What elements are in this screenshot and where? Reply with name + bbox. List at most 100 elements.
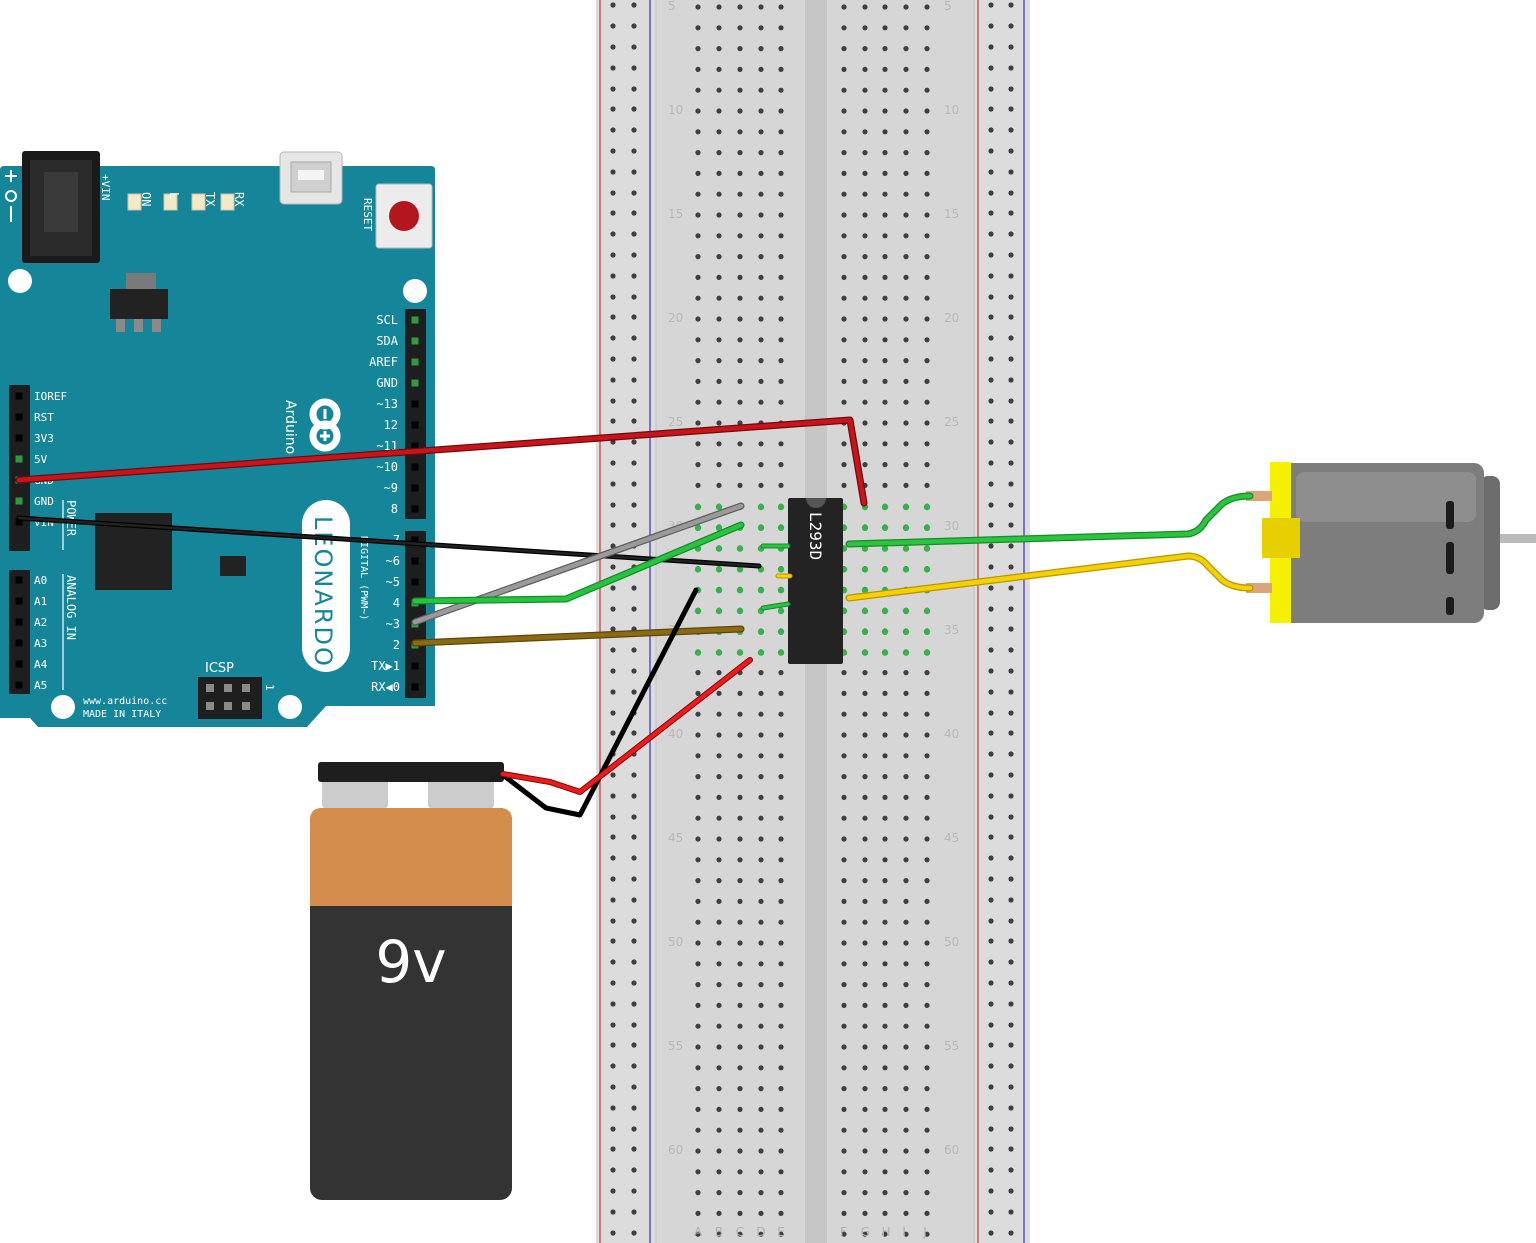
breadboard-hole — [737, 399, 743, 405]
breadboard-hole — [716, 482, 722, 488]
breadboard-hole — [882, 961, 888, 967]
breadboard-hole — [737, 1210, 743, 1216]
rail-hole — [610, 44, 616, 50]
connected-hole — [715, 524, 723, 531]
breadboard-hole — [841, 462, 847, 468]
rail-hole — [1008, 959, 1014, 965]
row-number: 25 — [668, 415, 683, 429]
breadboard-hole — [841, 1023, 847, 1029]
header-pin — [15, 660, 23, 668]
pin-label: 2 — [393, 638, 400, 652]
rail-hole — [1008, 1063, 1014, 1069]
breadboard-hole — [758, 857, 764, 863]
dc-motor — [1246, 462, 1536, 623]
breadboard-hole — [716, 1127, 722, 1133]
breadboard-hole — [778, 191, 784, 197]
breadboard-hole — [882, 295, 888, 301]
breadboard-hole — [737, 358, 743, 364]
breadboard-hole — [924, 711, 930, 717]
header-pin — [15, 455, 23, 463]
rail-hole — [631, 855, 637, 861]
breadboard-hole — [841, 191, 847, 197]
mounting-hole — [51, 695, 75, 719]
pin-label: SDA — [376, 334, 398, 348]
breadboard-hole — [924, 420, 930, 426]
rail-hole — [631, 1188, 637, 1194]
connected-hole — [923, 503, 931, 511]
rail-hole — [631, 460, 637, 466]
breadboard-hole — [903, 753, 909, 759]
breadboard-hole — [737, 170, 743, 176]
breadboard-hole — [737, 1002, 743, 1009]
breadboard-hole — [862, 732, 868, 738]
breadboard-hole — [882, 66, 888, 72]
connected-hole — [736, 545, 744, 552]
breadboard-hole — [716, 1023, 722, 1029]
vin-plus-label: +VIN — [99, 174, 112, 201]
rail-hole — [988, 418, 994, 424]
rail-hole — [988, 377, 994, 383]
connected-hole — [757, 587, 765, 594]
breadboard-hole — [882, 108, 888, 114]
breadboard-hole — [695, 1169, 701, 1175]
breadboard-hole — [841, 774, 847, 780]
rail-hole — [1008, 1167, 1014, 1173]
row-number: 15 — [944, 207, 959, 221]
connected-hole — [902, 503, 910, 511]
rail-hole — [631, 1167, 637, 1173]
breadboard-hole — [882, 274, 888, 280]
breadboard-hole — [778, 1127, 784, 1133]
breadboard-hole — [903, 233, 909, 239]
breadboard-hole — [924, 961, 930, 967]
breadboard-hole — [716, 1190, 722, 1196]
rail-hole — [631, 210, 637, 216]
breadboard-hole — [903, 1002, 909, 1009]
breadboard-hole — [716, 191, 722, 197]
rail-hole — [631, 190, 637, 196]
breadboard-hole — [862, 87, 868, 93]
breadboard-hole — [924, 1210, 930, 1216]
breadboard-hole — [862, 1002, 868, 1009]
breadboard-hole — [903, 1169, 909, 1175]
breadboard-hole — [778, 212, 784, 218]
breadboard-hole — [737, 753, 743, 759]
breadboard-hole — [758, 337, 764, 343]
breadboard-hole — [695, 878, 701, 884]
breadboard-hole — [758, 711, 764, 717]
breadboard-hole — [862, 25, 868, 31]
breadboard-hole — [903, 878, 909, 884]
breadboard-hole — [841, 961, 847, 967]
breadboard-hole — [903, 337, 909, 343]
breadboard-hole — [924, 378, 930, 384]
breadboard-hole — [758, 316, 764, 322]
rail-hole — [631, 522, 637, 528]
breadboard-hole — [882, 857, 888, 863]
breadboard-hole — [862, 690, 868, 697]
rail-hole — [631, 897, 637, 903]
rail-hole — [1008, 626, 1014, 632]
breadboard-hole — [695, 482, 701, 488]
rail-hole — [631, 834, 637, 840]
pin-label: ~13 — [376, 397, 398, 411]
motor-terminal — [1246, 491, 1272, 501]
rail-hole — [988, 959, 994, 965]
breadboard-hole — [695, 233, 701, 239]
icsp-pin — [206, 702, 214, 710]
breadboard-hole — [695, 711, 701, 717]
icsp-pin — [224, 684, 232, 692]
website-label: www.arduino.cc — [83, 696, 167, 707]
breadboard-hole — [862, 1023, 868, 1029]
breadboard-hole — [862, 1127, 868, 1133]
rail-hole — [610, 148, 616, 154]
breadboard-hole — [841, 898, 847, 905]
icsp-pins — [206, 684, 250, 710]
breadboard-hole — [737, 1065, 743, 1071]
breadboard-hole — [882, 46, 888, 52]
breadboard-hole — [695, 150, 701, 156]
motor-shaft — [1496, 534, 1536, 543]
breadboard-hole — [716, 732, 722, 738]
breadboard-hole — [924, 212, 930, 218]
rail-hole — [631, 585, 637, 591]
breadboard-hole — [758, 46, 764, 52]
